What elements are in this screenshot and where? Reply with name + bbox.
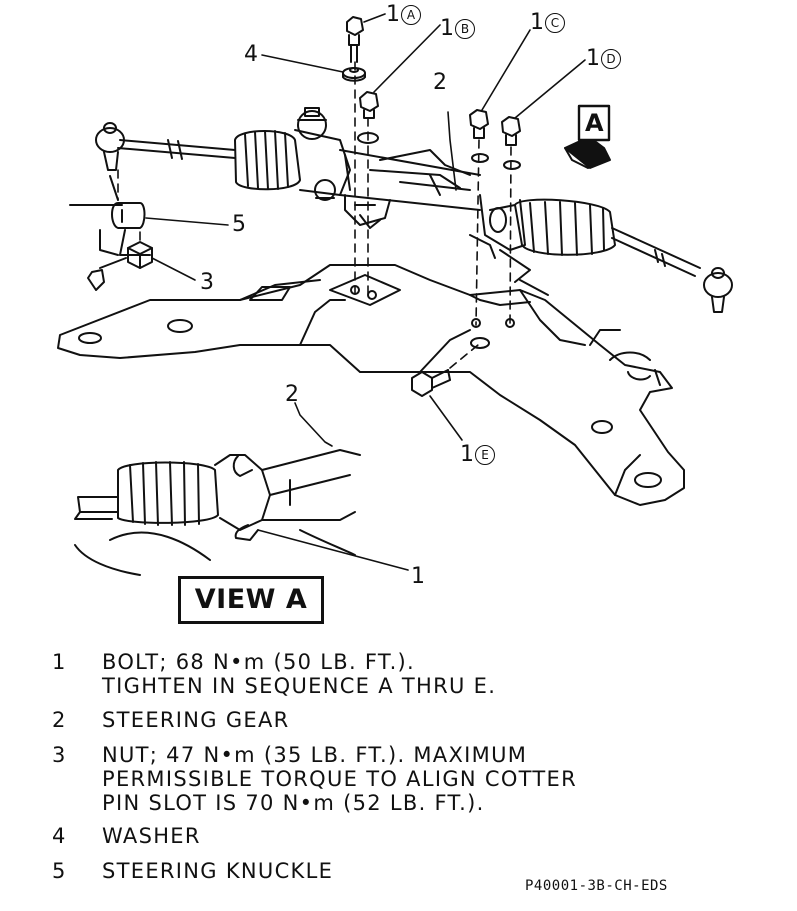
callout-5: 5 <box>232 212 246 237</box>
steering-gear <box>95 107 733 313</box>
washer-on-housing <box>357 132 521 170</box>
washer <box>342 67 366 82</box>
callout-number: 1 <box>530 10 544 35</box>
legend-text: NUT; 47 N•m (35 LB. FT.). MAXIMUM <box>102 743 528 767</box>
callout-letter: D <box>601 49 621 69</box>
leader-lines <box>145 13 586 571</box>
callout-letter: E <box>475 445 495 465</box>
bolt-b <box>359 91 379 119</box>
legend-text: STEERING KNUCKLE <box>102 859 334 883</box>
callout-1-view: 1 <box>411 564 425 589</box>
bolt-a <box>346 16 364 63</box>
view-a-detail <box>74 449 361 576</box>
legend-number: 5 <box>52 859 67 883</box>
legend-text: STEERING GEAR <box>102 708 290 732</box>
view-arrow-label: A <box>585 109 604 137</box>
callout-2-top: 2 <box>433 70 447 95</box>
callout-3: 3 <box>200 270 214 295</box>
callout-number: 1 <box>586 46 600 71</box>
legend-text: PERMISSIBLE TORQUE TO ALIGN COTTER <box>102 767 578 791</box>
centerlines <box>117 61 512 369</box>
callout-number: 1 <box>386 2 400 27</box>
crossmember <box>57 249 685 506</box>
bolt-c <box>469 109 489 139</box>
legend-number: 1 <box>52 650 67 674</box>
callout-number: 1 <box>460 442 474 467</box>
legend-text: BOLT; 68 N•m (50 LB. FT.). <box>102 650 416 674</box>
legend-number: 4 <box>52 824 67 848</box>
legend-number: 3 <box>52 743 67 767</box>
legend-number: 2 <box>52 708 67 732</box>
view-a-label: VIEW A <box>178 576 324 624</box>
callout-letter: B <box>455 19 475 39</box>
callout-4: 4 <box>244 42 258 67</box>
legend-text: PIN SLOT IS 70 N•m (52 LB. FT.). <box>102 791 485 815</box>
bolt-d <box>501 116 521 146</box>
legend-text: TIGHTEN IN SEQUENCE A THRU E. <box>102 674 497 698</box>
cotter-nut <box>87 241 153 291</box>
steering-knuckle <box>69 175 151 256</box>
figure-code: P40001-3B-CH-EDS <box>525 878 668 894</box>
callout-letter: C <box>545 13 565 33</box>
legend-text: WASHER <box>102 824 201 848</box>
bolt-e <box>411 369 451 397</box>
callout-number: 1 <box>440 16 454 41</box>
callout-2-view: 2 <box>285 382 299 407</box>
view-a-arrow <box>564 104 611 169</box>
callout-letter: A <box>401 5 421 25</box>
